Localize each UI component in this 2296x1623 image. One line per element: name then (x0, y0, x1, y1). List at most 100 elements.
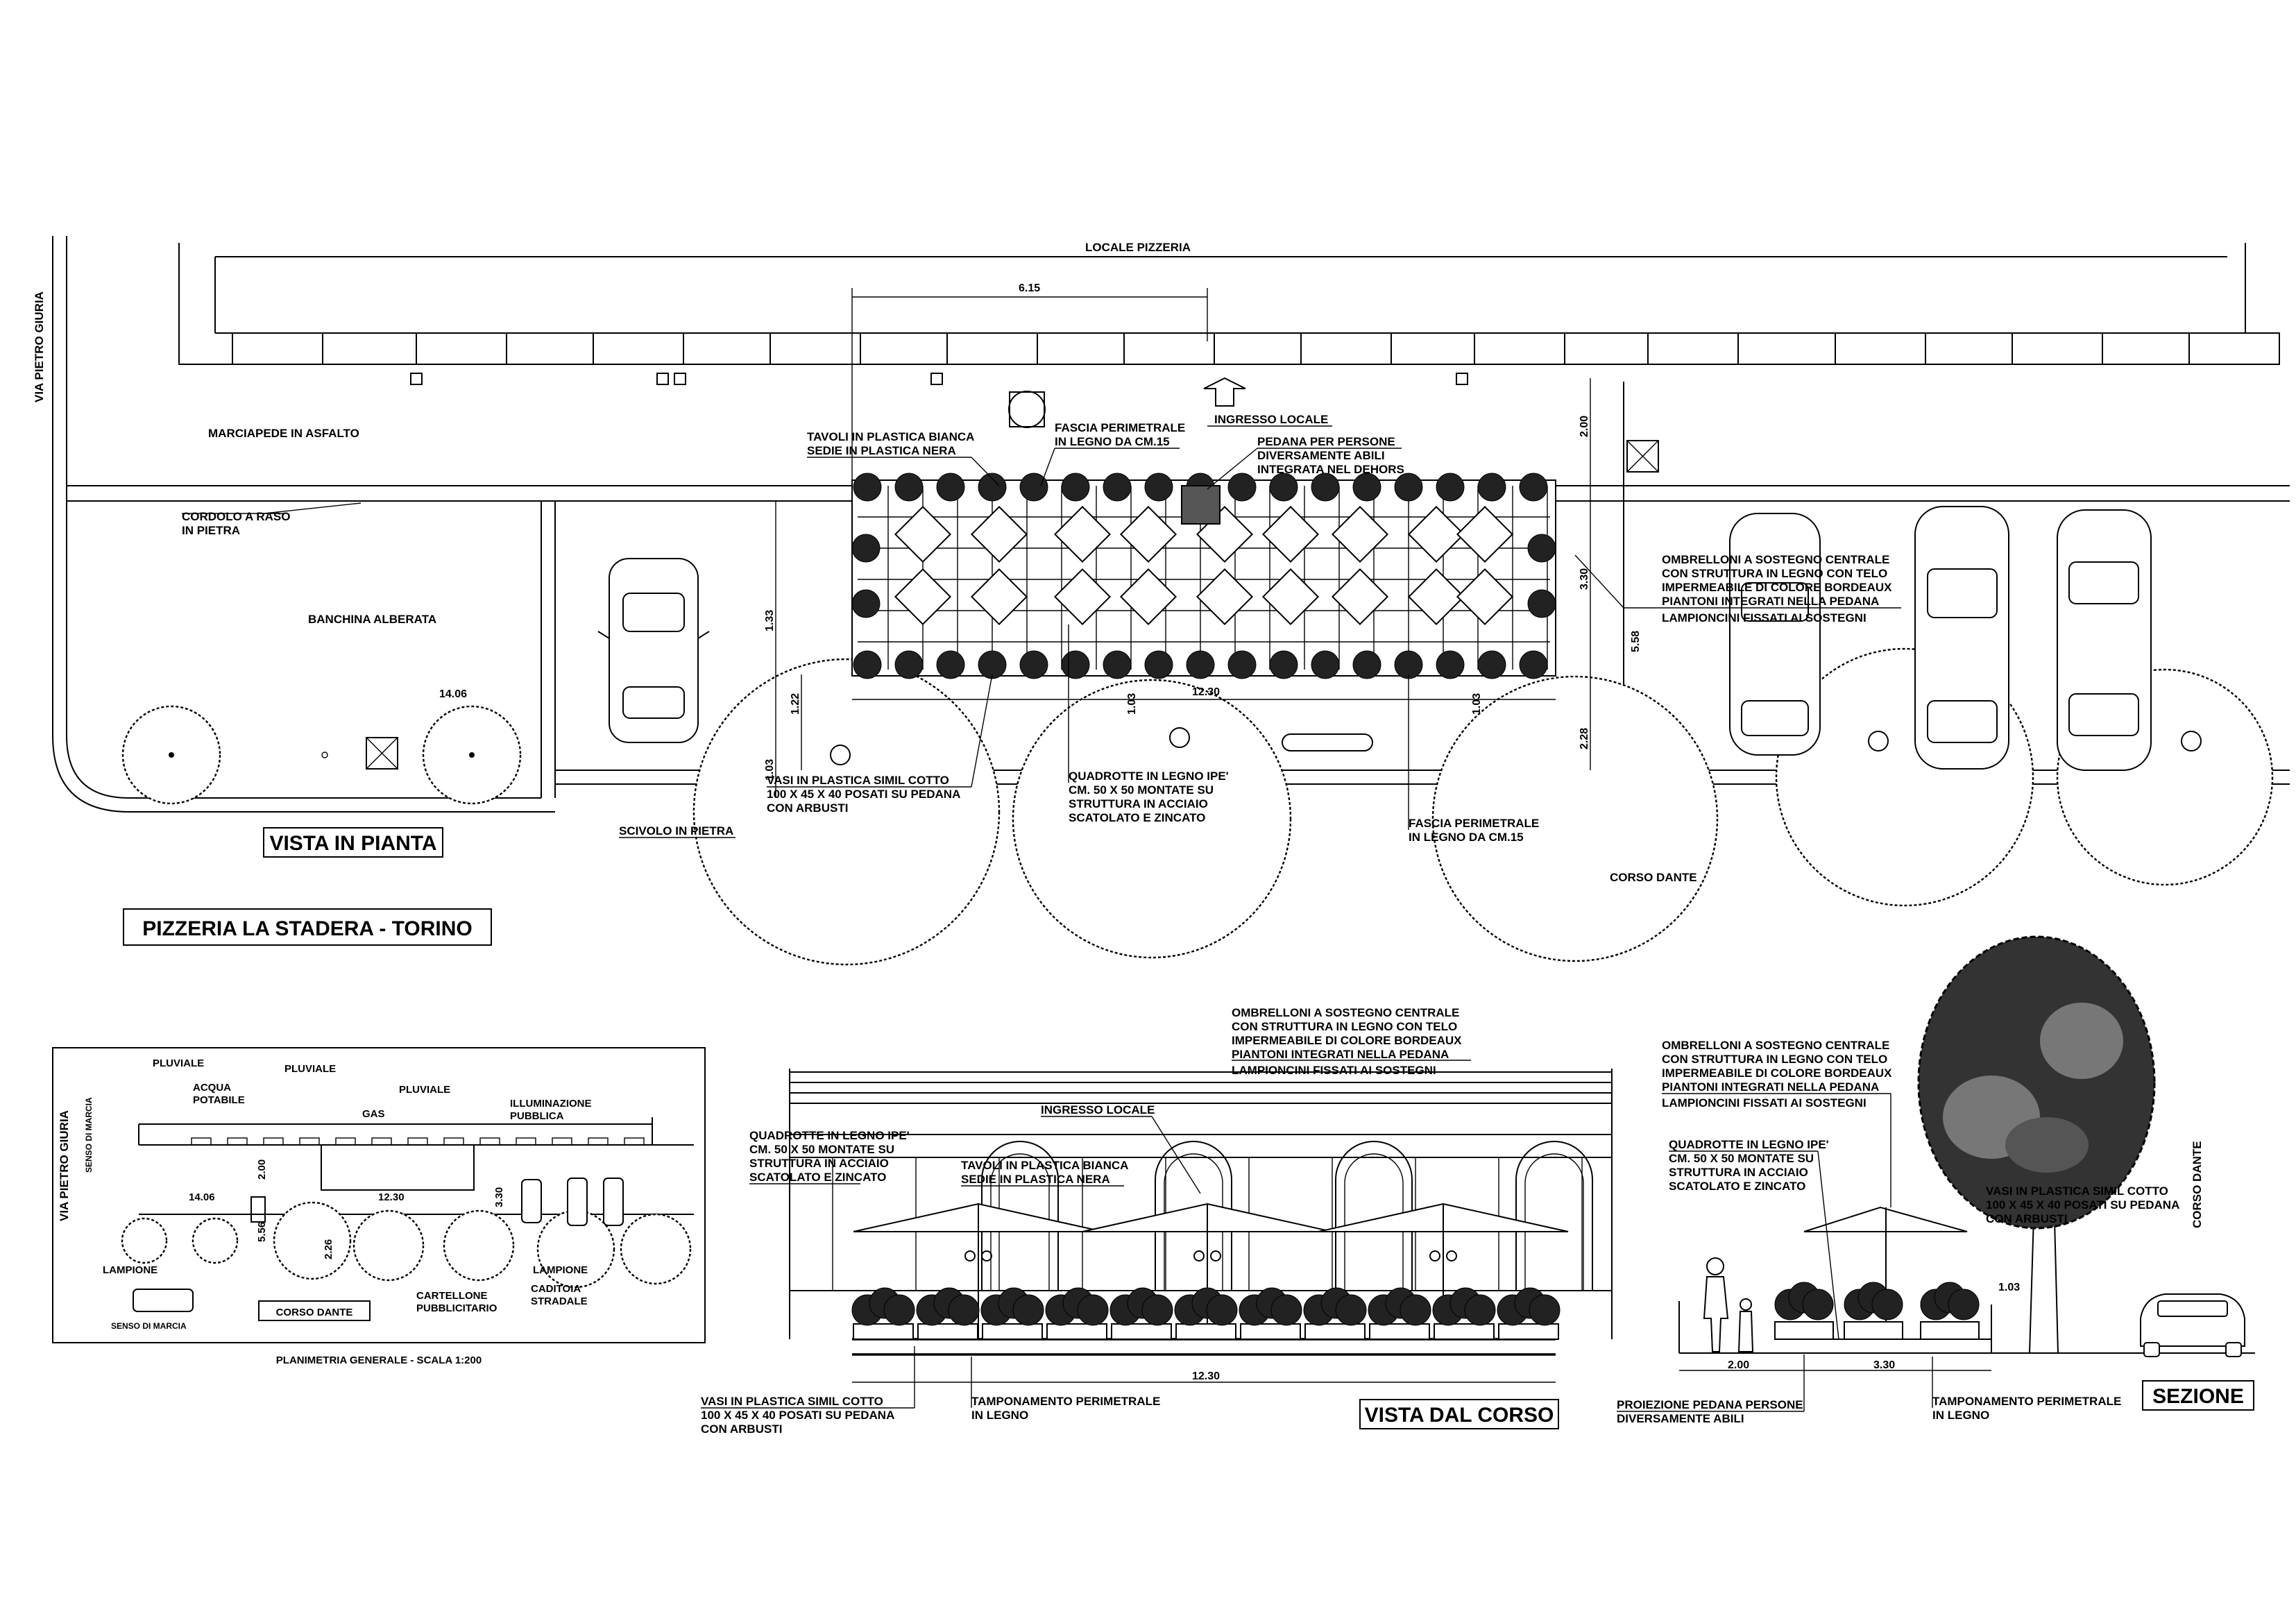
tree-icon (121, 1217, 168, 1264)
sec-tiles-4: SCATOLATO E ZINCATO (1669, 1180, 1805, 1193)
window (946, 332, 1038, 365)
tables-chairs (894, 505, 1514, 626)
window (624, 1137, 645, 1146)
window (191, 1137, 212, 1146)
shrub-icon (894, 473, 924, 502)
plan-view: LOCALE PIZZERIA VIA PIETRO GIURIA MARCIA… (33, 236, 2290, 966)
window (263, 1137, 284, 1146)
sv-umbrella-note: OMBRELLONI A SOSTEGNO CENTRALE CON STRUT… (1232, 1006, 1471, 1077)
planter-pot (853, 1323, 914, 1340)
planter-pot (1434, 1323, 1495, 1340)
sec-umbrella-2: CON STRUTTURA IN LEGNO CON TELO (1662, 1053, 1887, 1066)
tables-label-2: SEDIE IN PLASTICA NERA (807, 444, 956, 457)
lamp-icon (1193, 1250, 1205, 1261)
sec-platform-2: DIVERSAMENTE ABILI (1617, 1412, 1744, 1425)
table-icon (894, 505, 952, 563)
dim-3-30: 3.30 (1579, 568, 1590, 590)
shrub-icon (1061, 650, 1090, 679)
planter-pot (1046, 1323, 1107, 1340)
dim-1-33: 1.33 (764, 610, 776, 631)
car-icon (1729, 513, 1821, 756)
sec-umbrella-3: IMPERMEABILE DI COLORE BORDEAUX (1662, 1067, 1892, 1080)
tree-icon (352, 1209, 425, 1282)
gp-downpipe-1: PLUVIALE (153, 1057, 204, 1069)
arch (981, 1141, 1059, 1291)
shrub-icon (978, 473, 1007, 502)
lamp-icon (1429, 1250, 1440, 1261)
umbrellas (853, 1203, 1569, 1339)
sv-tiles-1: QUADROTTE IN LEGNO IPE' (749, 1129, 910, 1142)
lamp-icon (1446, 1250, 1457, 1261)
planter-pot (1844, 1321, 1903, 1340)
border-low-label-2: IN LEGNO DA CM.15 (1409, 831, 1524, 844)
gp-water-1: ACQUA (193, 1082, 231, 1094)
billboard-icon (1282, 733, 1373, 751)
sv-panel-1: TAMPONAMENTO PERIMETRALE (971, 1395, 1160, 1408)
table-icon (1053, 505, 1112, 563)
gp-gas: GAS (362, 1108, 385, 1120)
street-view-title: VISTA DAL CORSO (1359, 1399, 1559, 1429)
window (2188, 332, 2280, 365)
pipe-icon (410, 373, 423, 385)
shrub-icon (1948, 1289, 1980, 1320)
pots-label-3: CON ARBUSTI (767, 801, 848, 815)
shrub-icon (1477, 473, 1506, 502)
window (769, 332, 861, 365)
planter-pot (1240, 1323, 1301, 1340)
shrub-icon (1012, 1294, 1044, 1326)
sec-umbrella-1: OMBRELLONI A SOSTEGNO CENTRALE (1662, 1039, 1889, 1052)
window (416, 332, 507, 365)
section-planters (1774, 1282, 1980, 1340)
tiles-label-1: QUADROTTE IN LEGNO IPE' (1069, 770, 1229, 783)
car-icon (521, 1179, 542, 1223)
window (227, 1137, 248, 1146)
tree-strip-label: BANCHINA ALBERATA (308, 613, 436, 626)
table-icon (1119, 505, 1177, 563)
section-title: SEZIONE (2142, 1380, 2254, 1411)
platform-label-3: INTEGRATA NEL DEHORS (1257, 463, 1404, 476)
gp-downpipe-2: PLUVIALE (284, 1063, 336, 1075)
gp-direction-2: SENSO DI MARCIA (111, 1321, 187, 1331)
shrub-icon (853, 473, 882, 502)
accessible-platform (1181, 485, 1221, 525)
platform-label-1: PEDANA PER PERSONE (1257, 435, 1395, 448)
drain-icon (1626, 440, 1659, 473)
tree-icon (192, 1217, 239, 1264)
lamp-icon (1210, 1250, 1221, 1261)
shrub-icon (1477, 650, 1506, 679)
dim-2-00: 2.00 (1579, 416, 1590, 437)
shrub-icon (1871, 1289, 1903, 1320)
planter-pot (1920, 1321, 1980, 1340)
window (1300, 332, 1392, 365)
shrub-icon (851, 534, 881, 563)
shrub-icon (1269, 473, 1298, 502)
table-icon (1331, 505, 1389, 563)
planter-pot (1304, 1323, 1366, 1340)
arch (1515, 1141, 1593, 1291)
building-facade: LOCALE PIZZERIA (178, 241, 2280, 385)
shrub-icon (1436, 650, 1465, 679)
shrub-icon (1394, 473, 1423, 502)
shrub-icon (1527, 589, 1556, 618)
table-icon (1261, 568, 1320, 626)
planter-pot (1111, 1323, 1172, 1340)
shrub-icon (1519, 473, 1548, 502)
tree-icon (692, 658, 1001, 966)
pots-label-2: 100 X 45 X 40 POSATI SU PEDANA (767, 788, 960, 801)
sec-street: CORSO DANTE (2191, 1141, 2204, 1228)
shrub-icon (894, 650, 924, 679)
dim-2-28: 2.28 (1579, 728, 1590, 749)
table-icon (894, 568, 952, 626)
sv-umbrella-2: CON STRUTTURA IN LEGNO CON TELO (1232, 1020, 1457, 1033)
table-icon (1261, 505, 1320, 563)
shrub-icon (1352, 650, 1381, 679)
shrub-icon (1311, 473, 1340, 502)
pipe-icon (656, 373, 669, 385)
dim-1-03: 1.03 (1471, 693, 1483, 715)
tree-icon (273, 1201, 352, 1280)
street-view-title-text: VISTA DAL CORSO (1365, 1404, 1554, 1427)
dim-5-58: 5.58 (1630, 631, 1642, 652)
car-icon (1914, 506, 2009, 770)
sv-tiles-2: CM. 50 X 50 MONTATE SU (749, 1143, 894, 1156)
shrub-icon (851, 589, 881, 618)
